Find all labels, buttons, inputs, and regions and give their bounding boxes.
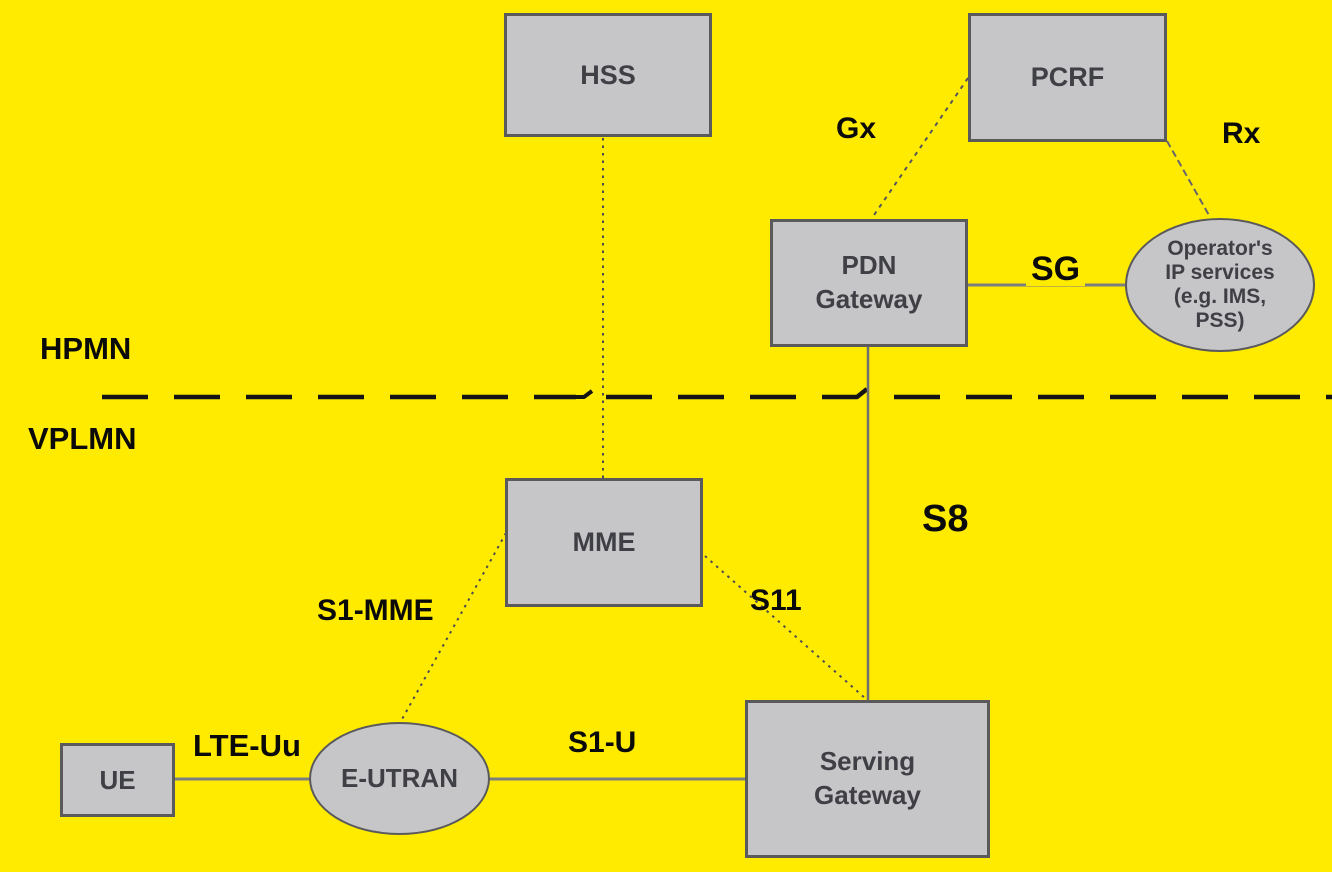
rx-link xyxy=(1166,140,1211,218)
ue-node: UE xyxy=(60,743,175,817)
pcrf-node: PCRF xyxy=(968,13,1167,142)
s11-interface-label: S11 xyxy=(750,584,802,617)
operator-ip-label-line4: PSS) xyxy=(1195,309,1245,333)
pcrf-label: PCRF xyxy=(1030,62,1105,92)
s1-mme-link xyxy=(400,532,507,722)
operator-ip-services-node: Operator's IP services (e.g. IMS, PSS) xyxy=(1125,218,1315,352)
e-utran-node: E-UTRAN xyxy=(309,722,490,835)
s8-interface-label: S8 xyxy=(922,498,969,540)
hpmn-region-label: HPMN xyxy=(40,331,132,366)
gx-interface-label: Gx xyxy=(836,112,877,145)
operator-ip-label-line3: (e.g. IMS, xyxy=(1173,285,1267,308)
boundary-hop-at-hss-link xyxy=(574,389,594,399)
boundary-hop-at-s8 xyxy=(844,387,869,400)
pdn-gateway-label-line2: Gateway xyxy=(815,284,923,314)
s11-link xyxy=(704,555,867,700)
ue-label: UE xyxy=(99,764,136,795)
mme-label: MME xyxy=(572,527,636,557)
hss-node: HSS xyxy=(504,13,712,137)
operator-ip-label-line1: Operator's xyxy=(1167,236,1273,260)
gx-link xyxy=(871,77,969,219)
e-utran-label: E-UTRAN xyxy=(341,763,458,793)
lte-uu-interface-label: LTE-Uu xyxy=(193,728,301,763)
pdn-gateway-node: PDN Gateway xyxy=(770,219,968,347)
serving-gateway-node: Serving Gateway xyxy=(745,700,990,858)
operator-ip-label-line2: IP services xyxy=(1165,260,1275,284)
s1-u-interface-label: S1-U xyxy=(568,726,637,759)
serving-gateway-label-line2: Gateway xyxy=(814,780,921,810)
rx-interface-label: Rx xyxy=(1222,117,1261,150)
hss-label: HSS xyxy=(580,59,636,90)
mme-node: MME xyxy=(505,478,703,607)
vplmn-region-label: VPLMN xyxy=(28,421,137,456)
s1-mme-interface-label: S1-MME xyxy=(317,594,434,627)
sg-interface-label: SG xyxy=(1026,252,1086,286)
pdn-gateway-label-line1: PDN xyxy=(841,250,897,281)
serving-gateway-label-line1: Serving xyxy=(819,746,916,777)
